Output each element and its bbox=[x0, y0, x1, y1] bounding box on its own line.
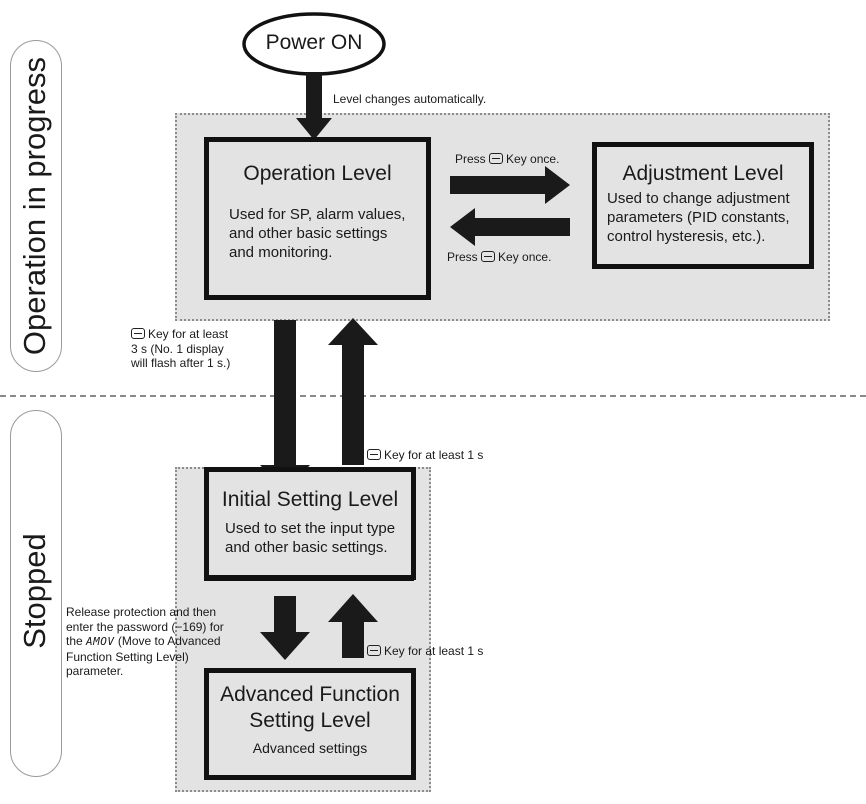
note-to-advanced-line1: Release protection and then bbox=[66, 605, 217, 619]
section-divider bbox=[0, 395, 866, 397]
note-to-adjustment-text: Key once. bbox=[506, 152, 560, 166]
note-initial-to-operation-text: Key for at least 1 s bbox=[384, 448, 484, 462]
note-to-initial: Key for at least 3 s (No. 1 display will… bbox=[131, 327, 230, 371]
operation-level-box: Operation Level Used for SP, alarm value… bbox=[204, 137, 431, 300]
note-to-operation-text: Key once. bbox=[498, 250, 552, 264]
note-to-operation: Press Key once. bbox=[447, 250, 551, 265]
arrow-to-initial bbox=[260, 320, 310, 492]
arrow-power-to-operation bbox=[296, 72, 332, 140]
note-to-adjustment: Press Key once. bbox=[455, 152, 559, 167]
mode-key-icon bbox=[367, 645, 381, 656]
auto-change-note: Level changes automatically. bbox=[333, 92, 487, 106]
note-advanced-to-initial: Key for at least 1 s bbox=[367, 644, 483, 659]
arrow-initial-to-operation bbox=[328, 318, 378, 465]
advanced-function-desc: Advanced settings bbox=[252, 740, 368, 756]
note-to-advanced-line3-prefix: the bbox=[66, 634, 83, 648]
operation-level-desc: Used for SP, alarm values, and other bas… bbox=[229, 206, 406, 261]
note-to-operation-prefix: Press bbox=[447, 250, 478, 264]
note-to-initial-line2: 3 s (No. 1 display bbox=[131, 341, 224, 356]
note-to-adjustment-prefix: Press bbox=[455, 152, 486, 166]
operation-level-title: Operation Level bbox=[243, 162, 392, 185]
note-initial-to-operation: Key for at least 1 s bbox=[367, 448, 483, 463]
arrow-advanced-to-initial bbox=[328, 594, 378, 658]
mode-key-icon bbox=[481, 251, 496, 262]
section-tab-stopped bbox=[10, 410, 62, 777]
power-on-label: Power ON bbox=[265, 31, 363, 54]
note-to-advanced-line4: Function Setting Level) bbox=[66, 649, 189, 664]
amov-parameter-symbol: AMOV bbox=[86, 635, 115, 648]
mode-key-icon bbox=[489, 153, 504, 164]
adjustment-level-box: Adjustment Level Used to change adjustme… bbox=[592, 142, 814, 269]
advanced-function-level-box: Advanced Function Setting Level Advanced… bbox=[204, 668, 416, 780]
note-advanced-to-initial-text: Key for at least 1 s bbox=[384, 644, 484, 658]
arrow-to-advanced bbox=[260, 596, 310, 660]
initial-setting-level-panel: Initial Setting Level Used to set the in… bbox=[204, 467, 416, 580]
advanced-function-title-1: Advanced Function bbox=[220, 683, 400, 706]
section-tab-running bbox=[10, 40, 62, 372]
mode-key-icon bbox=[367, 449, 381, 460]
note-to-initial-line1: Key for at least bbox=[148, 327, 229, 341]
note-to-initial-line3: will flash after 1 s.) bbox=[131, 356, 231, 370]
note-to-advanced-line3-suffix: (Move to Advanced bbox=[117, 634, 221, 648]
note-to-advanced-line2: enter the password (−169) for bbox=[66, 619, 224, 634]
adjustment-level-desc: Used to change adjustment parameters (PI… bbox=[607, 190, 790, 245]
advanced-function-title-2: Setting Level bbox=[249, 709, 371, 732]
mode-key-icon bbox=[131, 328, 145, 339]
initial-setting-title-text: Initial Setting Level bbox=[221, 488, 399, 511]
adjustment-level-title: Adjustment Level bbox=[622, 162, 784, 185]
arrow-to-operation bbox=[450, 208, 570, 246]
note-to-advanced: Release protection and then enter the pa… bbox=[66, 605, 266, 679]
note-to-advanced-line5: parameter. bbox=[66, 664, 124, 678]
arrow-to-adjustment bbox=[450, 166, 570, 204]
initial-setting-desc: Used to set the input type and other bas… bbox=[225, 520, 396, 556]
